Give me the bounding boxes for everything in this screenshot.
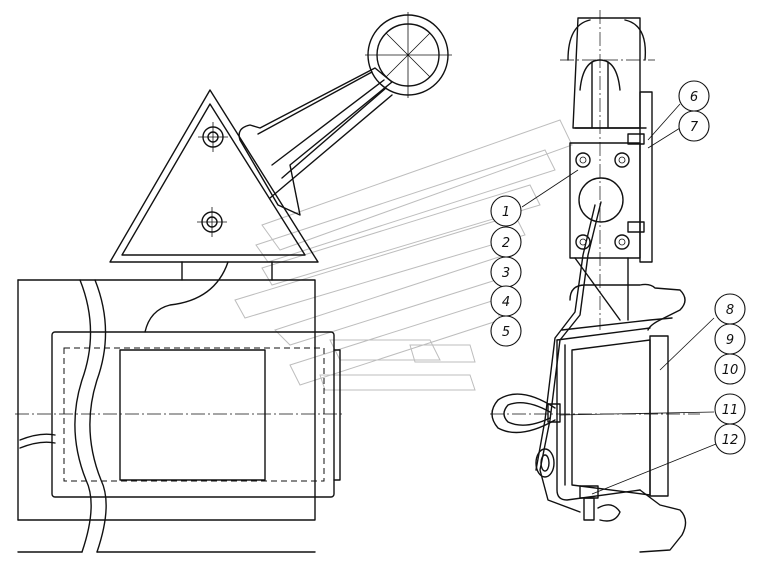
callout-label: 8 [726,303,734,318]
callout-label: 1 [502,205,510,220]
callout-label: 7 [690,120,699,135]
side-view [490,10,700,553]
callout-5: 5 [490,315,522,347]
callout-label: 5 [502,325,510,340]
callout-label: 4 [502,295,510,310]
callout-label: 3 [502,266,510,281]
callout-4: 4 [490,285,522,317]
callout-label: 10 [722,363,739,378]
callout-2: 2 [490,226,522,258]
callout-7: 7 [678,110,710,142]
callout-label: 2 [502,236,510,251]
callout-3: 3 [490,256,522,288]
callout-11: 11 [714,393,746,425]
callout-label: 9 [726,333,734,348]
callout-label: 6 [690,90,698,105]
front-view [15,12,452,553]
callout-12: 12 [714,423,746,455]
callout-label: 11 [722,403,739,418]
callout-6: 6 [678,80,710,112]
leader-lines [521,103,717,495]
callout-8: 8 [714,293,746,325]
callout-group: 1 2 3 4 5 6 7 8 [490,80,746,455]
callout-label: 12 [722,433,739,448]
callout-10: 10 [714,353,746,385]
callout-1: 1 [490,195,522,227]
callout-9: 9 [714,323,746,355]
